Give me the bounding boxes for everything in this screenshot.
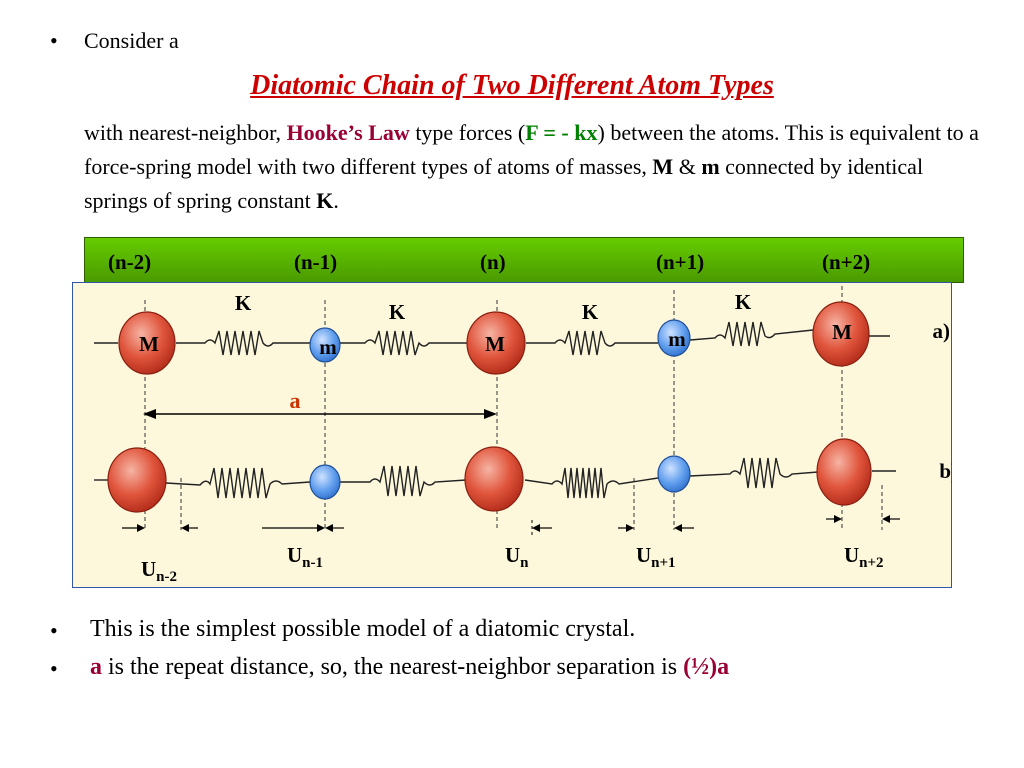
displacement-u-n: Un	[505, 543, 529, 571]
spring-chain-diagram: M m M m M K K K K a) a b)	[94, 286, 952, 585]
para-text: type forces (	[409, 120, 526, 145]
big-atom-n-minus-2	[118, 311, 176, 375]
intro-text: Consider a	[84, 28, 179, 53]
slide-title: Diatomic Chain of Two Different Atom Typ…	[250, 70, 774, 101]
description-paragraph: with nearest-neighbor, Hooke’s Law type …	[84, 116, 984, 218]
atom-label-M: M	[139, 332, 159, 356]
site-index-band	[84, 237, 964, 283]
bullet-marker: •	[50, 656, 58, 681]
small-mass-symbol: m	[701, 154, 720, 179]
big-atom-displaced-n-plus-2	[816, 438, 872, 506]
site-label-n-plus-1: (n+1)	[656, 250, 705, 274]
site-label-n-plus-2: (n+2)	[822, 250, 871, 274]
displacement-u-n-minus-1: Un-1	[287, 543, 323, 571]
bullet-marker: •	[50, 618, 58, 643]
displacement-u-n-plus-2: Un+2	[844, 543, 884, 571]
big-mass-symbol: M	[652, 154, 674, 179]
para-text: ) between the atoms. This is equivalent …	[84, 120, 979, 179]
force-equation: F = - kx	[525, 120, 598, 145]
bullet-text: a is the repeat distance, so, the neares…	[90, 654, 729, 681]
displacement-arrows	[122, 518, 900, 529]
atom-label-M: M	[485, 332, 505, 356]
para-text: .	[333, 188, 339, 213]
atom-label-m: m	[668, 327, 686, 351]
spring-constant-label: K	[582, 300, 599, 324]
arrow-head-left	[143, 409, 156, 419]
lattice-constant-term: a	[90, 654, 102, 680]
small-atom-displaced-n-minus-1	[309, 464, 341, 500]
big-atom-displaced-n-minus-2	[107, 447, 167, 513]
bullet-text-body: is the repeat distance, so, the nearest-…	[102, 654, 684, 680]
site-label-n-minus-2: (n-2)	[108, 250, 152, 274]
small-atom-n-minus-1	[309, 327, 341, 363]
big-atom-n-plus-2	[812, 301, 870, 367]
bullet-marker: •	[50, 28, 58, 53]
displacement-u-n-minus-2: Un-2	[141, 557, 177, 585]
arrow-heads	[137, 515, 890, 532]
displacement-u-n-plus-1: Un+1	[636, 543, 676, 571]
atom-label-m: m	[319, 335, 337, 359]
row-a-springs	[94, 321, 890, 356]
site-label-n-minus-1: (n-1)	[294, 250, 338, 274]
big-atom-displaced-n	[464, 446, 524, 512]
small-atom-displaced-n-plus-1	[657, 455, 691, 493]
spring-constant-label: K	[389, 300, 406, 324]
row-b-springs	[94, 457, 896, 499]
spring-constant-label: K	[735, 290, 752, 314]
arrow-head-right	[484, 409, 497, 419]
half-a-term: (½)a	[683, 654, 730, 680]
row-b-label: b)	[939, 459, 952, 483]
spring-constant-symbol: K	[316, 188, 334, 213]
big-atom-n	[466, 311, 526, 375]
small-atom-n-plus-1	[657, 319, 691, 357]
para-text: with nearest-neighbor,	[84, 120, 287, 145]
atom-label-M: M	[832, 320, 852, 344]
row-a-label: a)	[933, 319, 951, 343]
para-text: &	[673, 154, 702, 179]
hookes-law-term: Hooke’s Law	[286, 120, 410, 145]
site-label-n: (n)	[480, 250, 506, 274]
lattice-constant-label: a	[290, 388, 301, 413]
spring-constant-label: K	[235, 291, 252, 315]
bullet-text: This is the simplest possible model of a…	[90, 616, 636, 642]
para-text: connected by identical springs of spring…	[84, 154, 924, 213]
